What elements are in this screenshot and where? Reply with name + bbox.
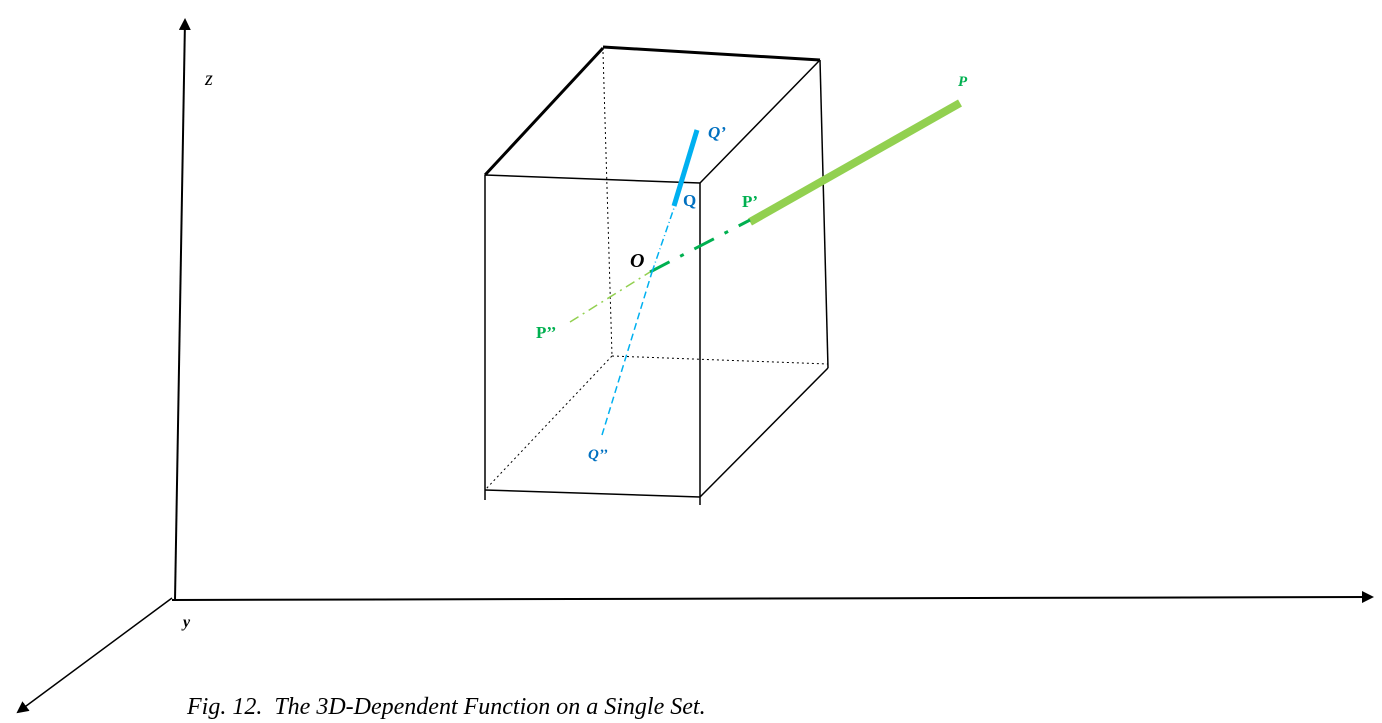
p-segment-inner	[649, 218, 751, 274]
p-segment-extension	[569, 271, 651, 323]
p-line	[569, 99, 962, 323]
label-P-prime: P’	[742, 192, 758, 211]
label-O: O	[630, 250, 644, 272]
q-line	[601, 129, 700, 436]
box	[483, 45, 829, 505]
label-P-double-prime: P’’	[536, 323, 556, 342]
box-front-bottom	[484, 489, 701, 498]
axes	[16, 18, 1374, 714]
p-segment-outer	[748, 99, 962, 226]
box-hidden-bottom-back	[611, 355, 829, 365]
z-axis	[174, 18, 191, 601]
box-bottom-right-edge	[699, 367, 829, 498]
x-axis	[171, 591, 1374, 604]
box-hidden-back-left	[602, 51, 613, 357]
box-hidden-bottom-left	[484, 355, 613, 491]
q-segment-inner	[651, 207, 675, 273]
y-axis	[16, 597, 173, 714]
label-Q-double-prime: Q’’	[588, 447, 608, 463]
box-front-top	[484, 174, 701, 184]
label-P: P	[958, 74, 968, 90]
box-top-back-edge	[602, 45, 821, 62]
box-top-left-edge	[483, 46, 605, 177]
figure-caption: Fig. 12. The 3D-Dependent Function on a …	[186, 694, 706, 720]
z-axis-label: z	[204, 68, 213, 90]
q-segment-extension	[601, 271, 653, 436]
label-Q-prime: Q’	[708, 123, 726, 142]
box-top-right-edge	[699, 59, 821, 184]
y-axis-label: y	[181, 614, 191, 631]
label-Q: Q	[683, 191, 696, 210]
q-segment-outer	[671, 129, 700, 207]
box-back-right	[819, 59, 829, 369]
